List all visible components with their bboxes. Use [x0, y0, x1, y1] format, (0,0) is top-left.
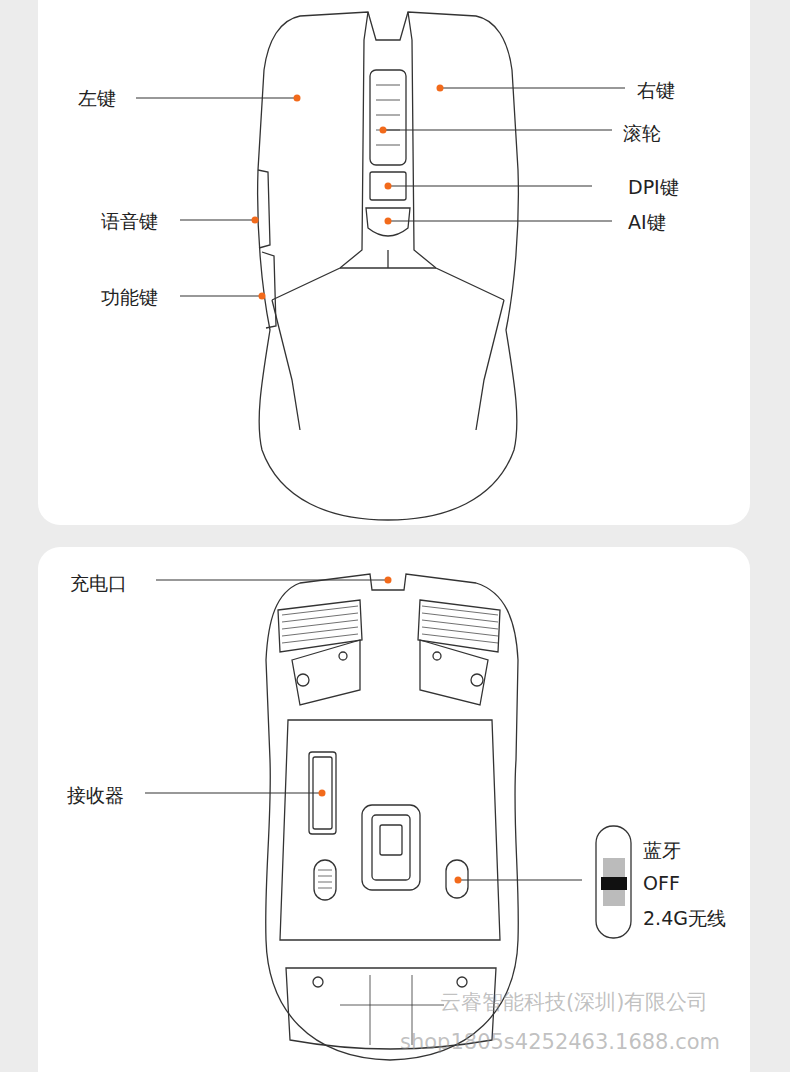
switch-label: 2.4G无线 [643, 906, 726, 930]
part-label: 右键 [637, 78, 675, 102]
part-label: DPI键 [628, 175, 679, 199]
part-label: 滚轮 [623, 121, 661, 145]
switch-label: 蓝牙 [643, 838, 681, 862]
part-label: 语音键 [101, 209, 158, 233]
part-label: 功能键 [101, 285, 158, 309]
switch-label: OFF [643, 871, 680, 895]
watermark: shop1805s4252463.1688.com [400, 1030, 720, 1054]
part-label: 接收器 [67, 783, 124, 807]
watermark: 云睿智能科技(深圳)有限公司 [440, 990, 708, 1014]
part-label: 充电口 [70, 571, 127, 595]
part-label: AI键 [628, 210, 666, 234]
part-label: 左键 [78, 86, 116, 110]
